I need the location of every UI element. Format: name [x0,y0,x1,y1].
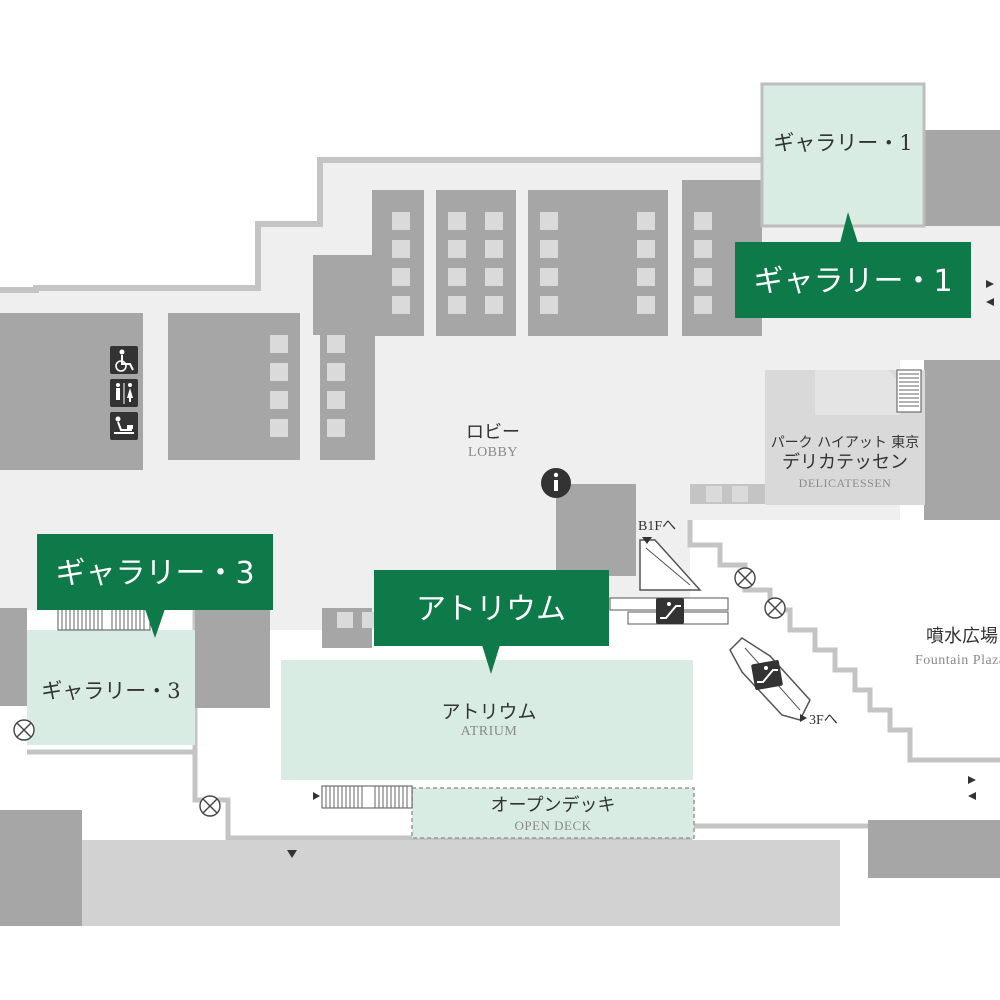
gallery1-room-label: ギャラリー・1 [773,131,912,155]
atrium-label-jp: アトリウム [441,701,536,723]
atrium-banner[interactable]: アトリウム [374,570,609,674]
fountain-label-jp: 噴水広場 [926,626,998,647]
gallery-rooms [27,82,926,839]
wheelchair-icon [110,346,138,374]
lobby-label-en: LOBBY [468,445,518,460]
deli-label-jp: デリカテッセン [782,452,908,473]
baby-changing-icon [110,412,138,440]
deck-label-jp: オープンデッキ [491,795,616,816]
escalator-icon [656,598,684,624]
stairs-icon [57,369,922,809]
no-entry-icon [13,567,786,817]
b1f-direction-label: B1Fへ [638,519,676,534]
deli-label-en: DELICATESSEN [799,476,892,490]
information-icon [541,468,571,498]
stair-lines [61,373,919,808]
deck-label-en: OPEN DECK [514,818,591,833]
deli-subtitle: パーク ハイアット 東京 [771,435,920,451]
3f-direction-label: 3Fへ [809,713,838,728]
escalator-icon [751,660,783,690]
gallery1-banner-label: ギャラリー・1 [753,264,952,299]
restroom-icon [110,379,138,407]
gallery3-room-label: ギャラリー・3 [41,679,180,703]
gallery3-banner-label: ギャラリー・3 [55,556,254,591]
lobby-label-jp: ロビー [466,422,520,443]
atrium-banner-label: アトリウム [416,592,566,627]
atrium-label-en: ATRIUM [461,724,518,739]
fountain-label-en: Fountain Plaza [915,653,1000,668]
gallery1-banner[interactable]: ギャラリー・1 [735,212,971,318]
window-squares [270,212,748,628]
building-light [82,370,925,926]
gallery3-banner[interactable]: ギャラリー・3 [37,534,273,638]
arrow-markers [287,280,994,858]
